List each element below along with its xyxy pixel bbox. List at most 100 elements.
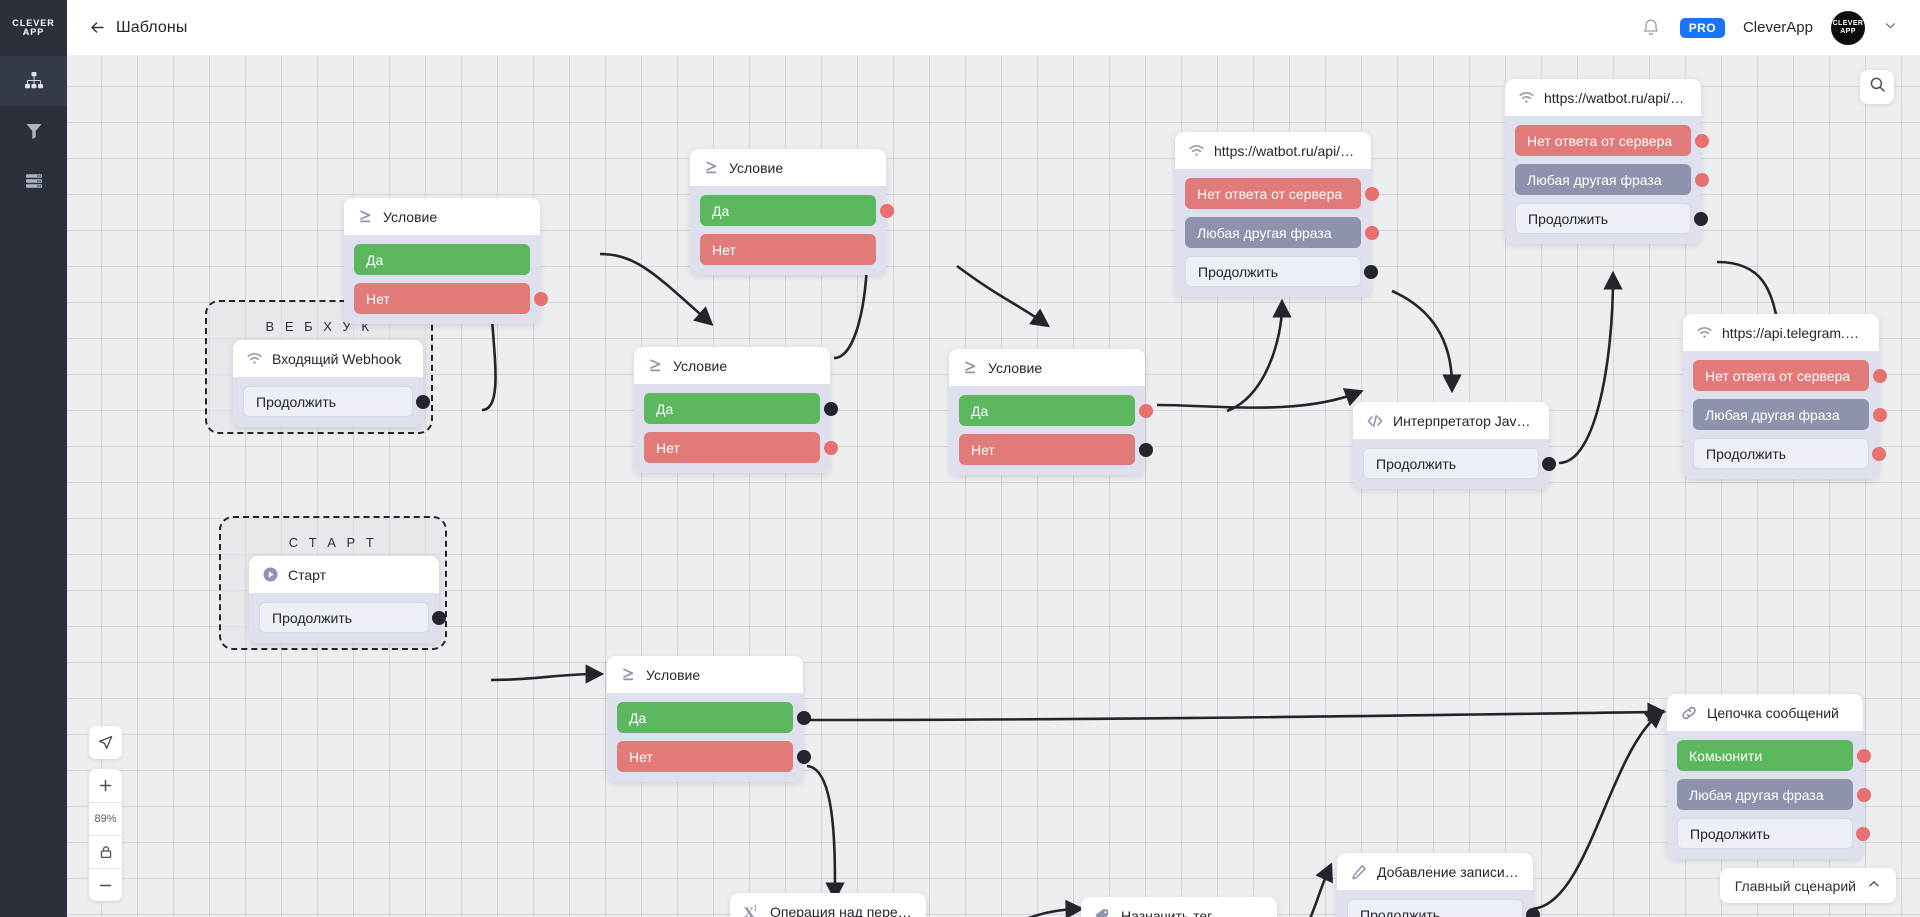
port-connector-dot[interactable]	[824, 401, 838, 416]
port-connector-dot[interactable]	[1364, 264, 1378, 279]
flow-canvas[interactable]: В Е Б Х У К С Т А Р Т Входящий Webhook П…	[67, 56, 1920, 917]
node-http-telegram[interactable]: https://api.telegram.org/… Нет ответа от…	[1683, 314, 1887, 479]
port-connector-dot[interactable]	[416, 394, 430, 409]
port-continue[interactable]: Продолжить	[1515, 203, 1708, 234]
port-continue[interactable]: Продолжить	[1185, 256, 1378, 287]
node-condition-5[interactable]: Условие Да Нет	[607, 656, 811, 782]
port-connector-dot[interactable]	[1365, 186, 1379, 201]
port-connector-dot[interactable]	[1695, 133, 1709, 148]
port-no-server-response[interactable]: Нет ответа от сервера	[1515, 125, 1709, 156]
port-label: Продолжить	[256, 393, 337, 410]
node-start[interactable]: Старт Продолжить	[249, 556, 446, 643]
zoom-in-button[interactable]	[89, 769, 122, 802]
port-community[interactable]: Комьюнити	[1677, 740, 1871, 771]
port-continue[interactable]: Продолжить	[259, 602, 446, 633]
port-continue[interactable]: Продолжить	[1677, 818, 1870, 849]
node-condition-top[interactable]: Условие Да Нет	[690, 149, 894, 275]
port-label: Любая другая фраза	[1197, 224, 1332, 241]
port-yes[interactable]: Да	[959, 395, 1153, 426]
pro-badge[interactable]: PRO	[1679, 17, 1725, 38]
node-condition-1[interactable]: Условие Да Нет	[344, 198, 548, 324]
port-connector-dot[interactable]	[1856, 826, 1870, 841]
node-title: Условие	[988, 359, 1043, 376]
node-assign-tag[interactable]: Назначить тег Продолжить	[1081, 897, 1277, 917]
port-no-server-response[interactable]: Нет ответа от сервера	[1693, 360, 1887, 391]
node-add-record[interactable]: Добавление записи в с… Продолжить	[1337, 853, 1540, 917]
port-yes[interactable]: Да	[644, 393, 838, 424]
node-header: Добавление записи в с…	[1337, 853, 1533, 890]
app-logo[interactable]: CLEVER APP	[0, 0, 67, 56]
zoom-level[interactable]: 89%	[89, 802, 122, 835]
play-circle-icon	[262, 566, 279, 583]
avatar[interactable]: CLEVER APP	[1831, 10, 1865, 45]
canvas-search-button[interactable]	[1860, 70, 1894, 104]
chevron-up-icon[interactable]	[1867, 877, 1881, 894]
port-connector-dot[interactable]	[1695, 172, 1709, 187]
node-condition-3[interactable]: Условие Да Нет	[949, 349, 1153, 475]
port-yes[interactable]: Да	[700, 195, 894, 226]
lock-icon[interactable]	[89, 835, 122, 868]
port-any-other-phrase[interactable]: Любая другая фраза	[1185, 217, 1379, 248]
node-condition-2[interactable]: Условие Да Нет	[634, 347, 838, 473]
port-yes[interactable]: Да	[617, 702, 811, 733]
port-connector-dot[interactable]	[797, 749, 811, 764]
port-no-server-response[interactable]: Нет ответа от сервера	[1185, 178, 1379, 209]
port-yes[interactable]: Да	[354, 244, 530, 275]
node-http-watbot-1[interactable]: https://watbot.ru/api/v1… Нет ответа от …	[1175, 132, 1379, 297]
port-connector-dot[interactable]	[1872, 446, 1886, 461]
port-label: Любая другая фраза	[1527, 171, 1662, 188]
avatar-line-1: CLEVER	[1832, 20, 1864, 27]
port-connector-dot[interactable]	[1694, 211, 1708, 226]
port-no[interactable]: Нет	[959, 434, 1153, 465]
port-connector-dot[interactable]	[1857, 787, 1871, 802]
port-continue[interactable]: Продолжить	[1693, 438, 1886, 469]
node-js-interpreter[interactable]: Интерпретатор JavaScri… Продолжить	[1353, 402, 1556, 489]
port-continue[interactable]: Продолжить	[1363, 448, 1556, 479]
node-title: Старт	[288, 566, 327, 583]
node-header: Условие	[634, 347, 830, 384]
node-http-watbot-2[interactable]: https://watbot.ru/api/v1… Нет ответа от …	[1505, 79, 1709, 244]
link-icon	[1680, 704, 1698, 722]
sidebar-item-sitemap[interactable]	[0, 56, 67, 106]
node-message-chain[interactable]: Цепочка сообщений Комьюнити Любая другая…	[1667, 694, 1871, 859]
port-connector-dot[interactable]	[432, 610, 446, 625]
navigate-icon[interactable]	[89, 726, 122, 759]
scenario-label: Главный сценарий	[1734, 877, 1856, 894]
chevron-down-icon[interactable]	[1883, 18, 1898, 38]
port-connector-dot[interactable]	[1365, 225, 1379, 240]
port-no[interactable]: Нет	[644, 432, 838, 463]
port-any-other-phrase[interactable]: Любая другая фраза	[1693, 399, 1887, 430]
port-connector-dot[interactable]	[1873, 407, 1887, 422]
locate-card	[89, 726, 122, 759]
port-any-other-phrase[interactable]: Любая другая фраза	[1677, 779, 1871, 810]
port-label: Нет ответа от сервера	[1197, 185, 1343, 202]
port-continue[interactable]: Продолжить	[1347, 899, 1540, 917]
port-connector-dot[interactable]	[797, 710, 811, 725]
port-label: Продолжить	[1360, 906, 1441, 917]
port-no[interactable]: Нет	[700, 234, 876, 265]
port-connector-dot[interactable]	[1857, 748, 1871, 763]
node-webhook[interactable]: Входящий Webhook Продолжить	[233, 340, 430, 427]
zoom-out-button[interactable]	[89, 868, 122, 901]
port-connector-dot[interactable]	[1139, 442, 1153, 457]
port-label: Продолжить	[1706, 445, 1787, 462]
port-continue[interactable]: Продолжить	[243, 386, 430, 417]
port-connector-dot[interactable]	[1873, 368, 1887, 383]
port-no[interactable]: Нет	[354, 283, 548, 314]
sidebar-item-records[interactable]	[0, 156, 67, 206]
port-connector-dot[interactable]	[534, 291, 548, 306]
node-title: Интерпретатор JavaScri…	[1393, 412, 1536, 429]
port-connector-dot[interactable]	[1139, 403, 1153, 418]
bell-icon[interactable]	[1640, 17, 1662, 39]
port-connector-dot[interactable]	[1526, 907, 1540, 917]
port-no[interactable]: Нет	[617, 741, 811, 772]
port-any-other-phrase[interactable]: Любая другая фраза	[1515, 164, 1709, 195]
sidebar-item-filter[interactable]	[0, 106, 67, 156]
scenario-selector[interactable]: Главный сценарий	[1719, 868, 1896, 903]
port-connector-dot[interactable]	[824, 440, 838, 455]
port-connector-dot[interactable]	[1542, 456, 1556, 471]
back-arrow-icon[interactable]	[83, 14, 111, 42]
node-title: Условие	[383, 208, 438, 225]
port-connector-dot[interactable]	[880, 203, 894, 218]
node-variable-operation[interactable]: X 1 Операция над перемен… Продолжить	[730, 893, 926, 917]
